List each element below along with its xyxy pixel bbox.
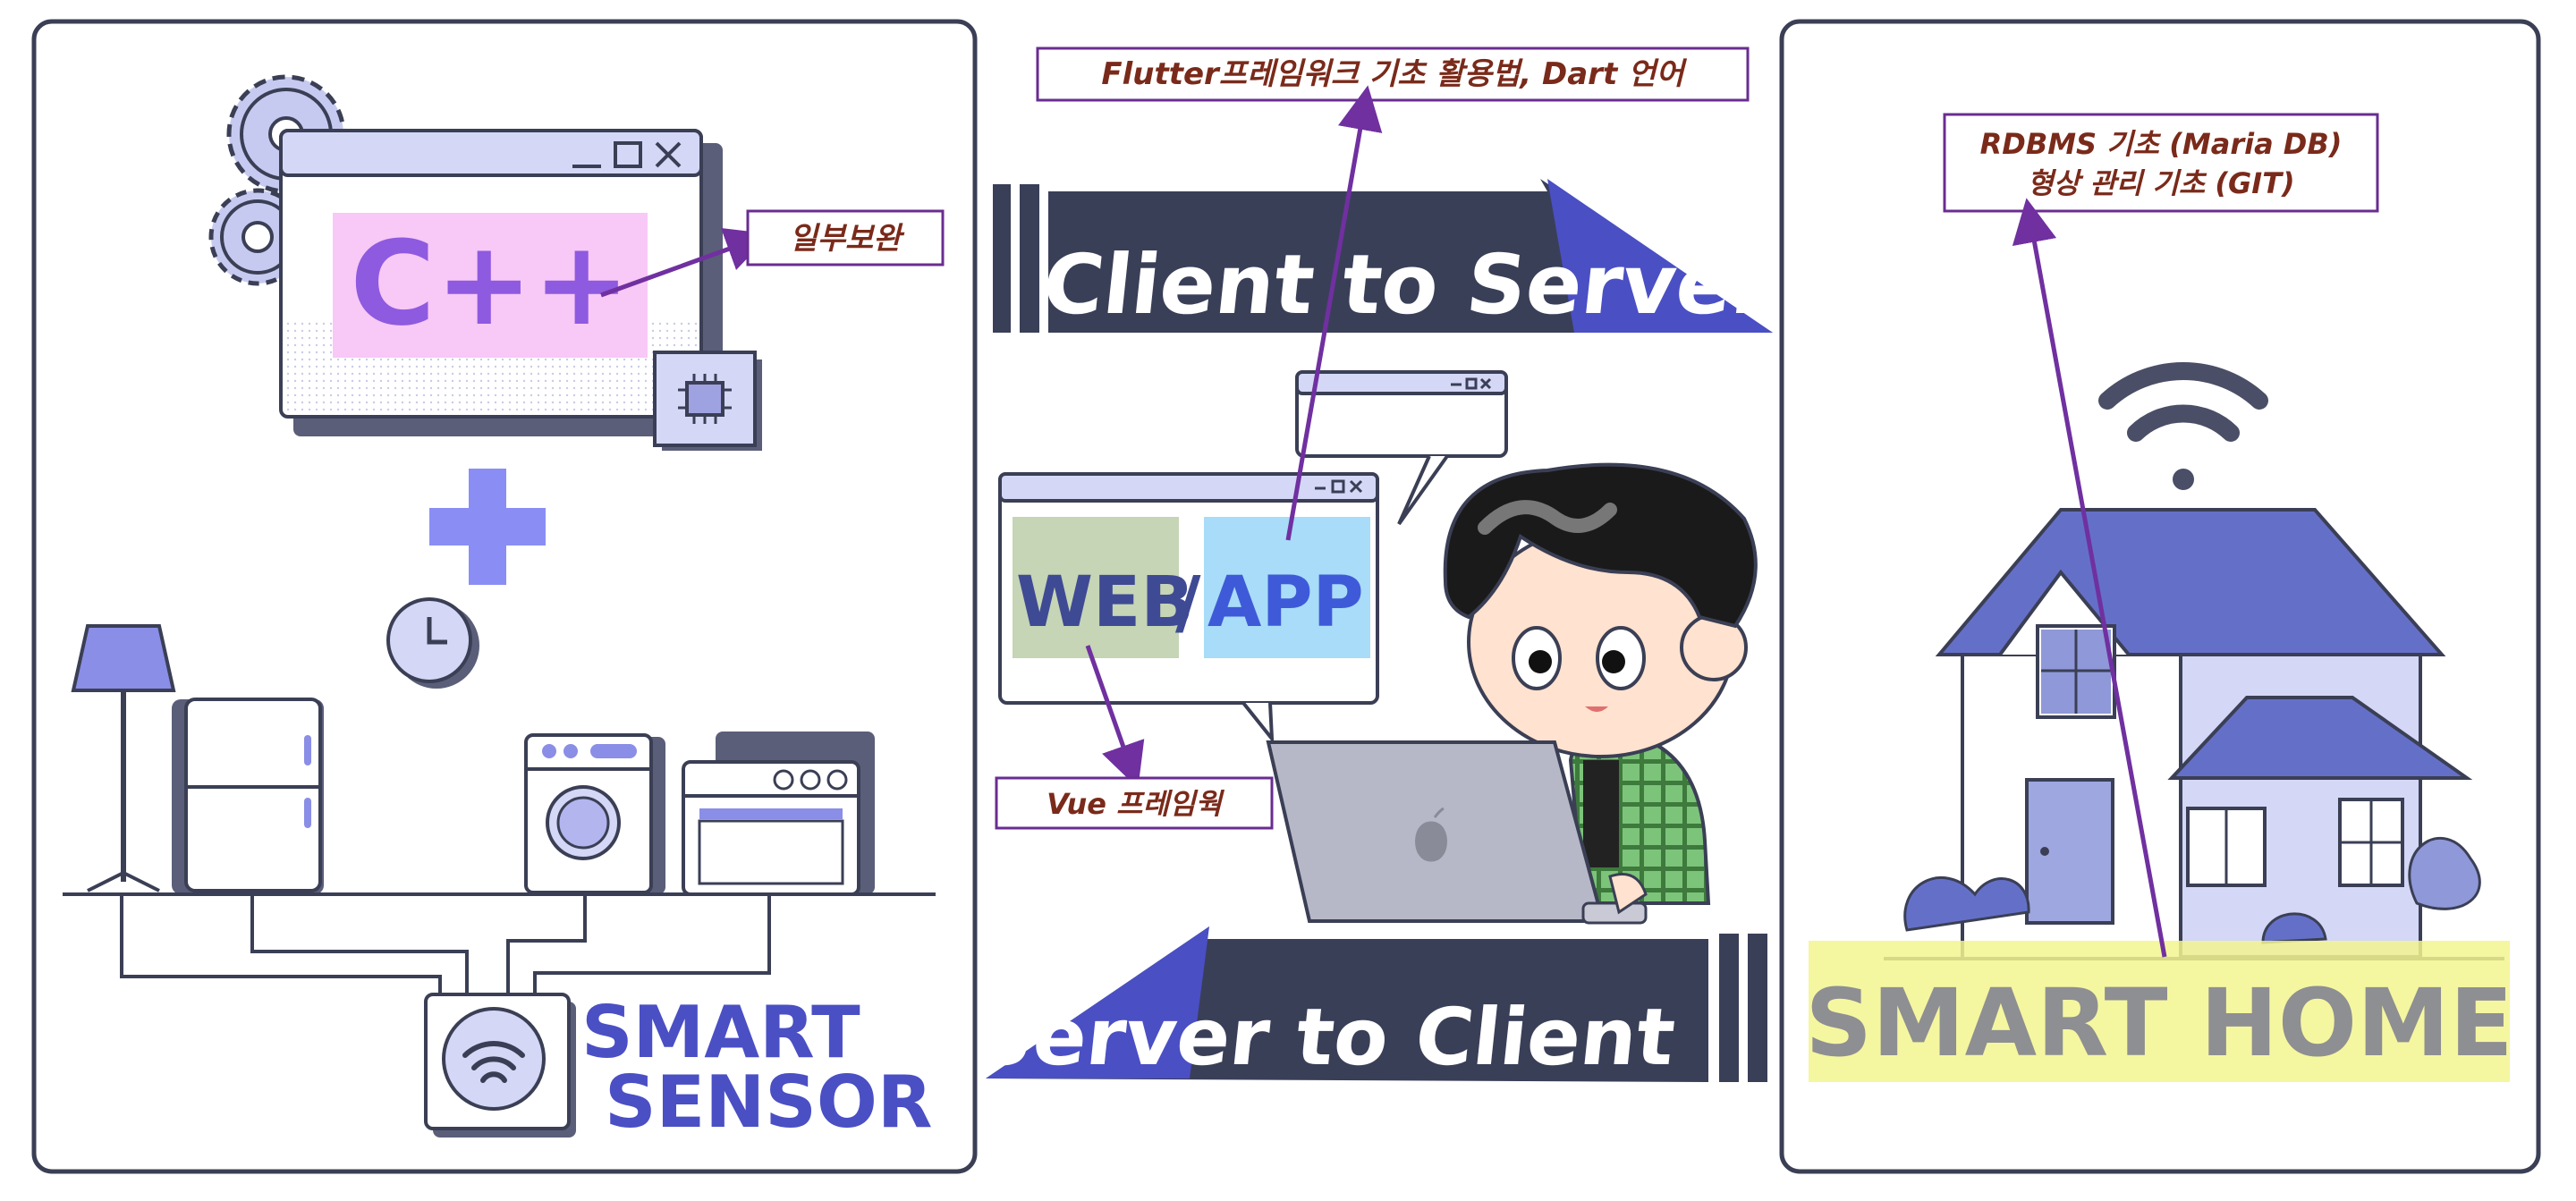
speech-bubble-window — [1295, 370, 1508, 526]
web-label: WEB — [1016, 562, 1194, 643]
maximize-icon — [614, 141, 642, 168]
app-label: APP — [1208, 562, 1364, 643]
smart-sensor-title-line2: SENSOR — [605, 1061, 932, 1144]
right-panel: RDBMS 기초 (Maria DB) 형상 관리 기초 (GIT) — [1779, 19, 2541, 1174]
character-illustration — [1266, 462, 1758, 925]
client-to-server-text: Client to Server — [1038, 236, 1778, 333]
chip-icon — [653, 351, 762, 451]
washing-machine-icon — [524, 733, 665, 894]
server-to-client-text: Server to Client — [972, 991, 1680, 1083]
center-panel: Flutter프레임워크 기초 활용법, Dart 언어 Client to S… — [972, 47, 1778, 1083]
wifi-device-icon — [424, 993, 576, 1138]
web-app-window: WEB / APP — [998, 472, 1379, 745]
smart-home-title: SMART HOME — [1805, 968, 2512, 1078]
apple-icon — [1415, 807, 1447, 862]
smart-sensor-title-line1: SMART — [581, 991, 860, 1074]
rdbms-arrow — [2012, 198, 2167, 958]
house-icon — [1884, 508, 2504, 960]
clock-icon — [386, 597, 479, 689]
flutter-arrow — [1285, 85, 1383, 541]
vue-arrow — [1085, 645, 1145, 789]
cpp-annotation-text: 일부보완 — [789, 221, 905, 257]
vue-annotation-text: Vue 프레임웍 — [1046, 787, 1224, 821]
slash-label: / — [1175, 562, 1201, 643]
client-to-server-banner: Client to Server — [993, 179, 1778, 333]
plus-icon — [429, 469, 546, 585]
cpp-logo: C++ — [350, 216, 630, 351]
oven-icon — [682, 732, 875, 896]
wifi-icon — [2098, 362, 2268, 490]
left-panel: C++ 일부보완 — [31, 19, 978, 1174]
rdbms-annotation-line1: RDBMS 기초 (Maria DB) — [1980, 127, 2343, 161]
close-icon — [655, 141, 682, 168]
cpp-window: C++ — [279, 129, 723, 436]
lamp-icon — [71, 624, 176, 892]
cpp-annotation: 일부보완 — [600, 209, 945, 298]
flutter-annotation-text: Flutter프레임워크 기초 활용법, Dart 언어 — [1101, 56, 1687, 92]
server-to-client-banner: Server to Client — [972, 926, 1767, 1083]
smart-home-highlight — [1809, 941, 2510, 1082]
rdbms-annotation-line2: 형상 관리 기초 (GIT) — [2027, 166, 2294, 200]
fridge-icon — [172, 698, 324, 894]
